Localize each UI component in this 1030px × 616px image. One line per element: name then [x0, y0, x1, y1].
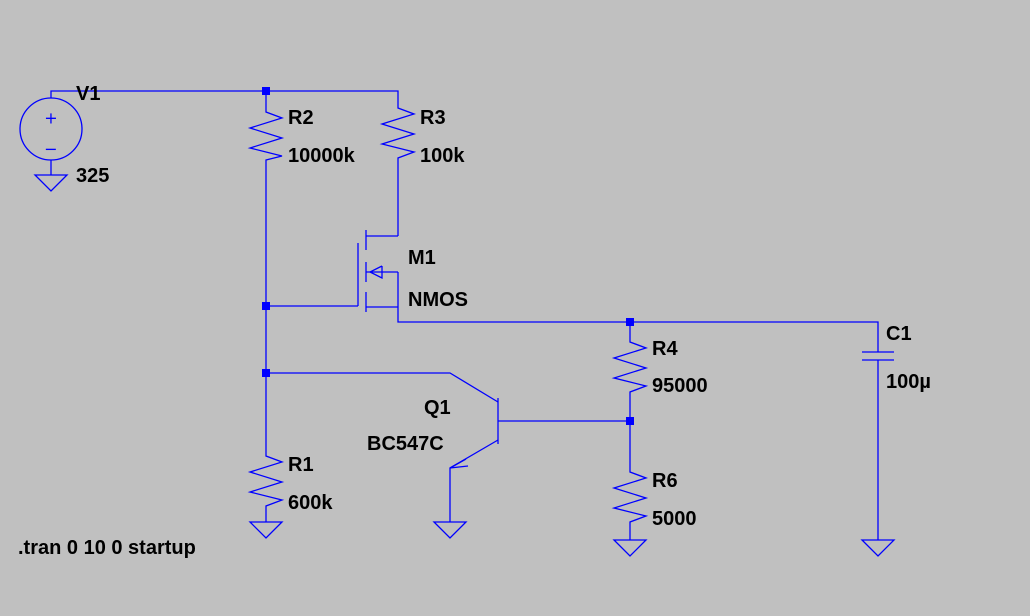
ground-icon[interactable] [432, 521, 468, 539]
source-circle [19, 97, 83, 161]
mos-body-arrow [368, 265, 383, 280]
c1-value: 100µ [886, 371, 931, 393]
m1-name: M1 [408, 247, 436, 269]
resistor-zigzag [247, 448, 285, 512]
spice-directive[interactable]: .tran 0 10 0 startup [18, 537, 196, 559]
resistor-r3[interactable]: R3 100k [379, 100, 465, 167]
wire-v1-top[interactable] [50, 90, 399, 100]
wire-source-out[interactable] [397, 307, 879, 352]
r1-name: R1 [288, 454, 314, 476]
wire-emitter[interactable] [449, 439, 499, 522]
ground-icon[interactable] [33, 174, 69, 192]
resistor-r6[interactable]: R6 5000 [611, 464, 697, 530]
wires [50, 90, 879, 540]
ground-icon[interactable] [860, 539, 896, 557]
r4-name: R4 [652, 338, 678, 360]
junction-dot [262, 369, 270, 377]
junction-dot [262, 87, 270, 95]
voltage-source-v1[interactable]: + − V1 325 [19, 83, 109, 187]
m1-value: NMOS [408, 289, 468, 311]
npn-q1[interactable]: Q1 BC547C [367, 397, 499, 469]
wire-collector[interactable] [266, 372, 499, 403]
r6-value: 5000 [652, 508, 697, 530]
bjt-emitter-arrow [449, 458, 469, 469]
junction-dot [626, 417, 634, 425]
r4-value: 95000 [652, 375, 708, 397]
nmos-m1[interactable]: M1 NMOS [357, 230, 468, 312]
v1-name: V1 [76, 83, 100, 105]
junction-dot [626, 318, 634, 326]
grounds [33, 174, 896, 557]
resistor-zigzag [611, 336, 649, 396]
r2-name: R2 [288, 107, 314, 129]
r2-value: 10000k [288, 145, 356, 167]
resistor-r2[interactable]: R2 10000k [247, 104, 356, 167]
r3-name: R3 [420, 107, 446, 129]
resistor-r4[interactable]: R4 95000 [611, 336, 708, 397]
r3-value: 100k [420, 145, 465, 167]
ground-icon[interactable] [248, 521, 284, 539]
c1-name: C1 [886, 323, 912, 345]
junctions [262, 87, 634, 425]
capacitor-c1[interactable]: C1 100µ [862, 323, 931, 393]
resistor-zigzag [379, 100, 417, 164]
resistor-zigzag [611, 464, 649, 528]
r6-name: R6 [652, 470, 678, 492]
ground-icon[interactable] [612, 539, 648, 557]
source-plus-sign: + [44, 109, 57, 128]
v1-value: 325 [76, 165, 109, 187]
junction-dot [262, 302, 270, 310]
source-minus-sign: − [44, 140, 57, 159]
q1-value: BC547C [367, 433, 444, 455]
resistor-r1[interactable]: R1 600k [247, 448, 333, 514]
r1-value: 600k [288, 492, 333, 514]
q1-name: Q1 [424, 397, 451, 419]
resistor-zigzag [247, 104, 285, 164]
